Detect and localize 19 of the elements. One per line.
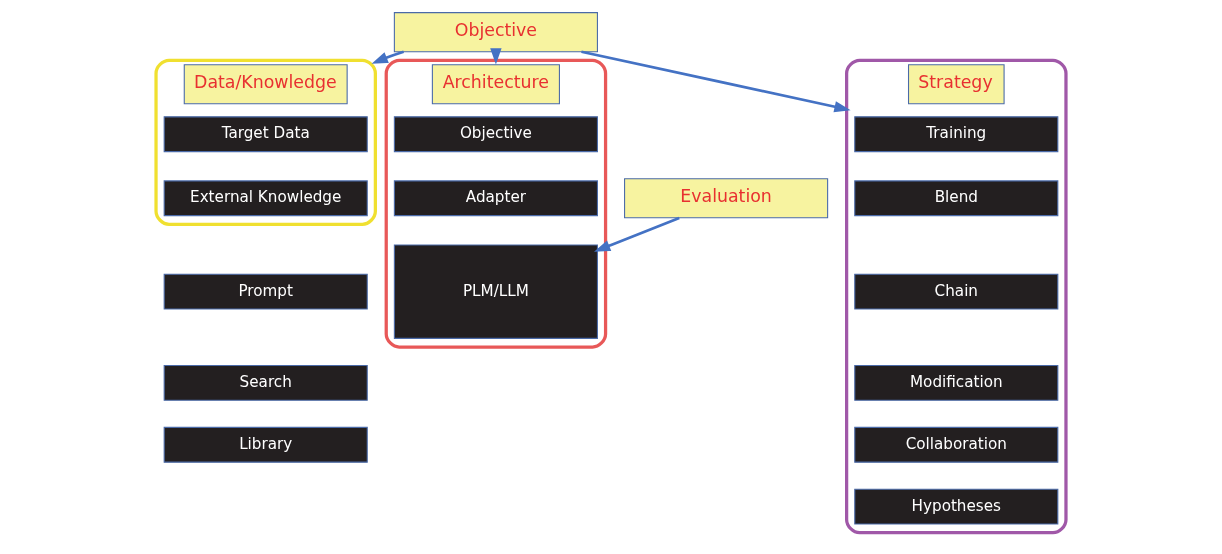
node-box: Training [854, 116, 1059, 153]
node-box: Blend [854, 180, 1059, 217]
node-box: Library [163, 426, 368, 463]
node-box: Objective [393, 116, 598, 153]
node-box: Modification [854, 364, 1059, 401]
node-box: Adapter [393, 180, 598, 217]
arrow [490, 48, 502, 65]
node-box: Hypotheses [854, 488, 1059, 525]
node-box: Target Data [163, 116, 368, 153]
node-box: Search [163, 364, 368, 401]
node-box: PLM/LLM [393, 244, 598, 339]
node-box: External Knowledge [163, 180, 368, 217]
arrow [594, 216, 680, 252]
node-box: Prompt [163, 273, 368, 310]
node-box: Collaboration [854, 426, 1059, 463]
node-box: Evaluation [624, 178, 829, 219]
node-box: Chain [854, 273, 1059, 310]
arrow [581, 50, 851, 113]
arrow [371, 50, 405, 64]
